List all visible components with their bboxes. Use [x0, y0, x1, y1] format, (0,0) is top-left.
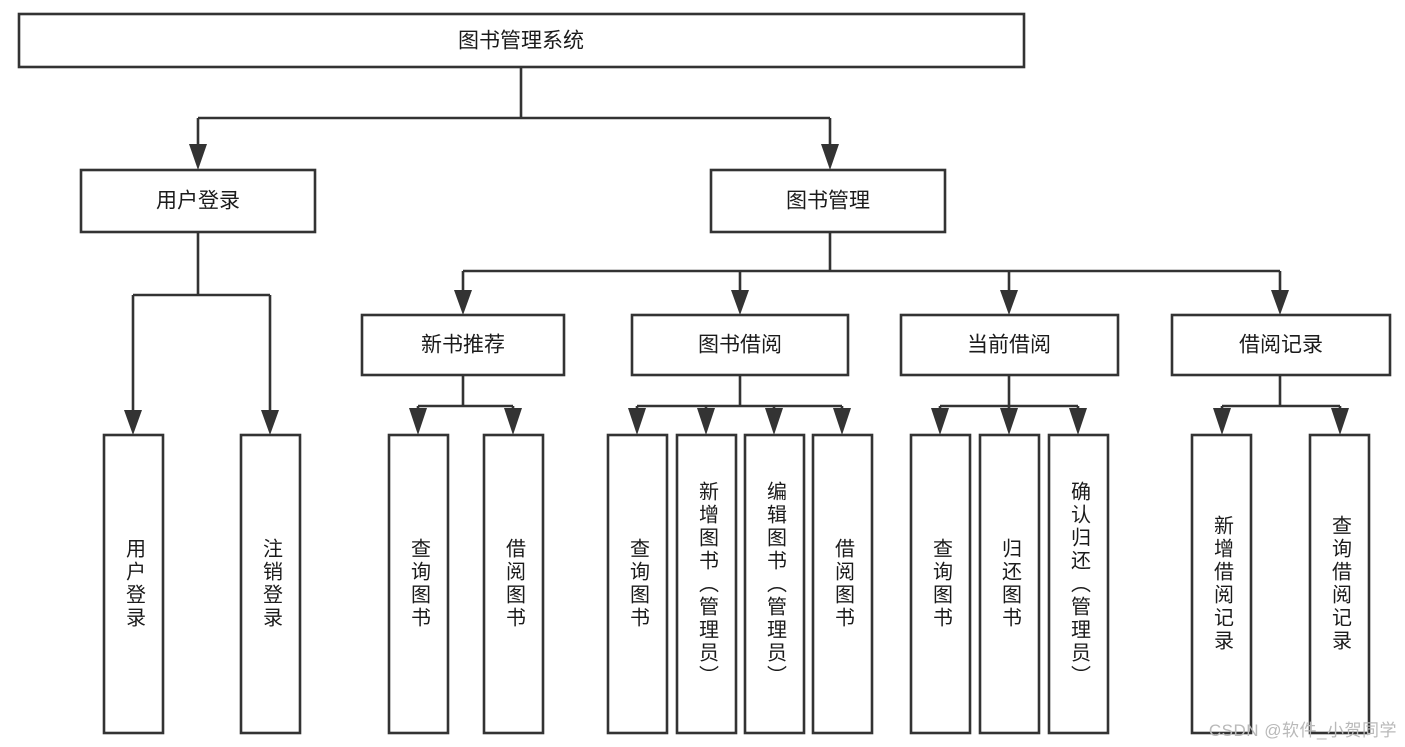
leaf-book-borrow-3[interactable] [743, 433, 806, 735]
connector-group-root [189, 67, 839, 170]
node-user-login[interactable] [79, 168, 317, 234]
arrow-head-leaf-current-borrow-3 [1069, 408, 1087, 435]
leaf-current-borrow-1[interactable] [909, 433, 972, 735]
arrow-head-leaf-book-borrow-4 [833, 408, 851, 435]
arrow-head-leaf-borrow-record-2 [1331, 408, 1349, 435]
leaf-borrow-record-2[interactable] [1308, 433, 1371, 735]
arrow-head-leaf-book-borrow-3 [765, 408, 783, 435]
node-root-label: 图书管理系统 [458, 30, 584, 53]
node-new-book[interactable] [360, 313, 566, 377]
leaf-book-borrow-4[interactable] [811, 433, 874, 735]
arrow-head-leaf-current-borrow-2 [1000, 408, 1018, 435]
arrow-head-leaf-new-book-1 [409, 408, 427, 435]
node-current-borrow-label: 当前借阅 [967, 334, 1051, 357]
arrow-head-leaf-current-borrow-1 [931, 408, 949, 435]
node-new-book-label: 新书推荐 [421, 334, 505, 357]
leaf-current-borrow-2[interactable] [978, 433, 1041, 735]
connector-group-borrow-record [1213, 375, 1349, 435]
node-book-borrow[interactable] [630, 313, 850, 377]
connector-group-new-book [409, 375, 522, 435]
arrow-head-leaf-book-borrow-2 [697, 408, 715, 435]
arrow-head-leaf-user-login-2 [261, 410, 279, 435]
connector-group-book-mgmt [454, 232, 1289, 315]
leaf-borrow-record-1[interactable] [1190, 433, 1253, 735]
node-borrow-record[interactable] [1170, 313, 1392, 377]
leaf-book-borrow-2[interactable] [675, 433, 738, 735]
arrow-head-user-login [189, 144, 207, 170]
node-user-login-label: 用户登录 [156, 190, 240, 213]
arrow-head-borrow-record [1271, 290, 1289, 315]
leaf-book-borrow-1[interactable] [606, 433, 669, 735]
leaf-current-borrow-3[interactable] [1047, 433, 1110, 735]
leaf-new-book-1[interactable] [387, 433, 450, 735]
node-current-borrow[interactable] [899, 313, 1120, 377]
arrow-head-leaf-borrow-record-1 [1213, 408, 1231, 435]
arrow-head-leaf-book-borrow-1 [628, 408, 646, 435]
watermark: CSDN @软件_小贺同学 [1208, 721, 1397, 740]
leaf-user-login-2[interactable] [239, 433, 302, 735]
leaf-new-book-2[interactable] [482, 433, 545, 735]
node-book-mgmt[interactable] [709, 168, 947, 234]
node-borrow-record-label: 借阅记录 [1239, 334, 1323, 357]
arrow-head-book-borrow [731, 290, 749, 315]
connector-group-user-login [124, 232, 279, 435]
node-root[interactable] [17, 12, 1026, 69]
connector-group-current-borrow [931, 375, 1087, 435]
node-book-borrow-label: 图书借阅 [698, 334, 782, 357]
arrow-head-new-book [454, 290, 472, 315]
connector-group-book-borrow [628, 375, 851, 435]
arrow-head-leaf-new-book-2 [504, 408, 522, 435]
leaf-user-login-1[interactable] [102, 433, 165, 735]
arrow-head-book-mgmt [821, 144, 839, 170]
arrow-head-leaf-user-login-1 [124, 410, 142, 435]
arrow-head-current-borrow [1000, 290, 1018, 315]
node-book-mgmt-label: 图书管理 [786, 190, 870, 213]
